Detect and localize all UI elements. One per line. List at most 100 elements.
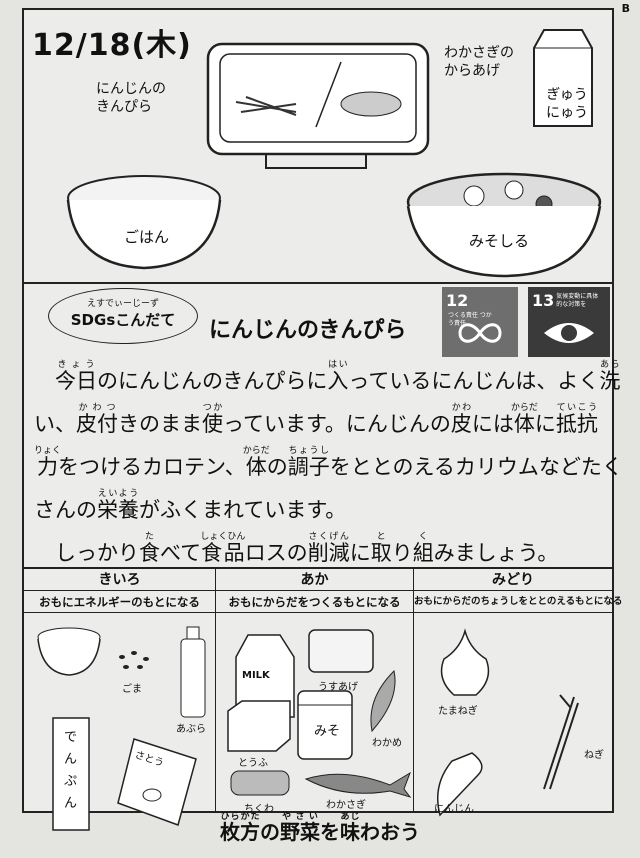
menu-item-kinpira: にんじんの きんぴら: [96, 81, 166, 115]
food-label: うすあげ: [318, 682, 358, 693]
kanji: 取: [370, 541, 392, 565]
kanji: 使: [202, 412, 223, 436]
furigana: しょくひん: [200, 532, 246, 542]
paragraph-line: 力りょくをつけるカロテン、体からだの調子ちょうしをととのえるカリウムなどたく: [34, 446, 623, 489]
sdg-goal-number: 13: [532, 291, 555, 310]
kanji: 皮付: [76, 412, 118, 436]
kanji: 体: [242, 455, 270, 479]
furigana: つか: [202, 403, 223, 413]
menu-date: 12/18(木): [32, 28, 192, 63]
ruby-word: 食品しょくひん: [200, 532, 245, 565]
text-segment: い、: [34, 412, 76, 436]
sesame-icon: [119, 651, 149, 669]
green-onion-icon: [543, 694, 579, 790]
kanji: 食: [139, 541, 160, 565]
group-description: おもにからだをつくるもとになる: [216, 591, 413, 613]
kanji: 削減: [307, 541, 350, 565]
ruby-word: 枚方ひらかた: [220, 812, 260, 844]
menu-item-wakasagi: わかさぎの からあげ: [444, 45, 514, 79]
ruby-word: 使つか: [202, 403, 223, 436]
furigana: あじ: [340, 812, 360, 822]
ruby-word: 食た: [139, 532, 160, 565]
text-segment: に: [534, 412, 556, 436]
food-label: みそ: [314, 724, 341, 739]
food-group-green: みどり おもにからだのちょうしをととのえるもとになる たまねぎ ねぎ にんじん: [414, 569, 622, 817]
food-label: MILK: [242, 670, 270, 681]
milk-carton-icon: [533, 29, 593, 127]
denpun-package-icon: [52, 717, 90, 831]
miso-container-icon: [297, 690, 353, 760]
text-segment: さんの: [34, 498, 97, 522]
sdgs-bubble-label: SDGsこんだて: [70, 311, 176, 329]
kanji: 洗: [599, 369, 621, 393]
food-group-red: あか おもにからだをつくるもとになる MILK うすあげ わかめ みそ とうふ …: [216, 569, 414, 815]
furigana: ちょうし: [287, 446, 330, 456]
oil-bottle-icon: [180, 626, 206, 718]
ruby-word: 皮付かわつ: [76, 403, 118, 436]
kanji: 入: [327, 369, 349, 393]
food-label: わかめ: [372, 738, 402, 749]
furigana: ていこう: [555, 403, 598, 413]
sdgs-speech-bubble: えすでぃーじーず SDGsこんだて: [48, 288, 198, 344]
sugar-bag-icon: [117, 738, 197, 826]
furigana: はい: [327, 360, 349, 370]
text-segment: [34, 369, 55, 393]
kanji: 枚方: [220, 820, 260, 844]
text-segment: しっかり: [34, 541, 139, 565]
footer-slogan: 枚方ひらかたの野菜やさいを味あじわおう: [0, 812, 640, 845]
ruby-word: 栄養えいよう: [97, 489, 139, 522]
lunch-menu-sheet: B 12/18(木) にんじんの きんぴら わかさぎの からあげ ぎゅう にゅう…: [22, 2, 630, 831]
kanji: 皮: [450, 412, 472, 436]
sdg-goal-text: つくる責任 つかう責任: [448, 312, 492, 327]
text-segment: がふくまれています。: [139, 498, 347, 522]
ruby-word: 取と: [370, 532, 392, 565]
food-label: にんじん: [434, 804, 474, 815]
furigana: く: [412, 532, 434, 542]
corner-label: B: [621, 2, 630, 15]
text-segment: っているにんじんは、よく: [348, 369, 600, 393]
ruby-word: 体からだ: [242, 446, 270, 479]
ruby-word: 皮かわ: [450, 403, 472, 436]
food-label: でんぷん: [64, 730, 78, 811]
sdgs-bubble-ruby: えすでぃーじーず: [86, 299, 160, 309]
furigana: からだ: [242, 446, 270, 456]
food-group-yellow: きいろ おもにエネルギーのもとになる ごま あぶら でんぷん さとう: [24, 569, 216, 831]
ruby-word: 味あじ: [340, 812, 360, 844]
furigana: た: [139, 532, 160, 542]
furigana: さくげん: [307, 532, 350, 542]
paragraph-line: 今日きょうのにんじんのきんぴらに入はいっているにんじんは、よく洗あら: [34, 360, 620, 403]
kanji: 栄養: [97, 498, 139, 522]
text-segment: り: [391, 541, 413, 565]
ruby-word: 野菜やさい: [280, 812, 320, 844]
text-segment: の: [260, 820, 280, 844]
kanji: 抵抗: [555, 412, 598, 436]
paragraph-line: い、皮付かわつきのまま使つかっています。にんじんの皮かわには体からだに抵抗ていこ…: [34, 403, 604, 446]
furigana: からだ: [510, 403, 538, 413]
kanji: 力: [34, 455, 61, 479]
text-segment: には: [471, 412, 514, 436]
ruby-word: 組く: [412, 532, 434, 565]
usuage-icon: [308, 629, 374, 673]
ruby-word: 洗あら: [599, 360, 621, 393]
sdg-goal-12-badge: 12つくる責任 つかう責任: [442, 287, 518, 357]
paragraph-line: さんの栄養えいようがふくまれています。: [34, 489, 604, 532]
text-segment: をととのえるカリウムなどたく: [329, 455, 623, 479]
text-segment: わおう: [360, 820, 420, 844]
furigana: ひらかた: [220, 812, 260, 822]
kanji: 組: [412, 541, 434, 565]
ruby-word: 今日きょう: [55, 360, 97, 393]
group-heading: きいろ: [24, 569, 215, 591]
food-groups-table: きいろ おもにエネルギーのもとになる ごま あぶら でんぷん さとう あか おも…: [24, 567, 622, 831]
group-description: おもにエネルギーのもとになる: [24, 591, 215, 613]
menu-item-rice: ごはん: [124, 228, 170, 246]
wakasagi-fish-icon: [304, 771, 412, 798]
group-heading: みどり: [414, 569, 612, 591]
text-segment: を: [320, 820, 340, 844]
section-divider: [24, 282, 612, 284]
food-label: ねぎ: [584, 750, 604, 761]
rice-bowl-icon: [66, 175, 222, 270]
kanji: 今日: [55, 369, 97, 393]
text-segment: きのまま: [118, 412, 202, 436]
chikuwa-icon: [230, 770, 290, 796]
